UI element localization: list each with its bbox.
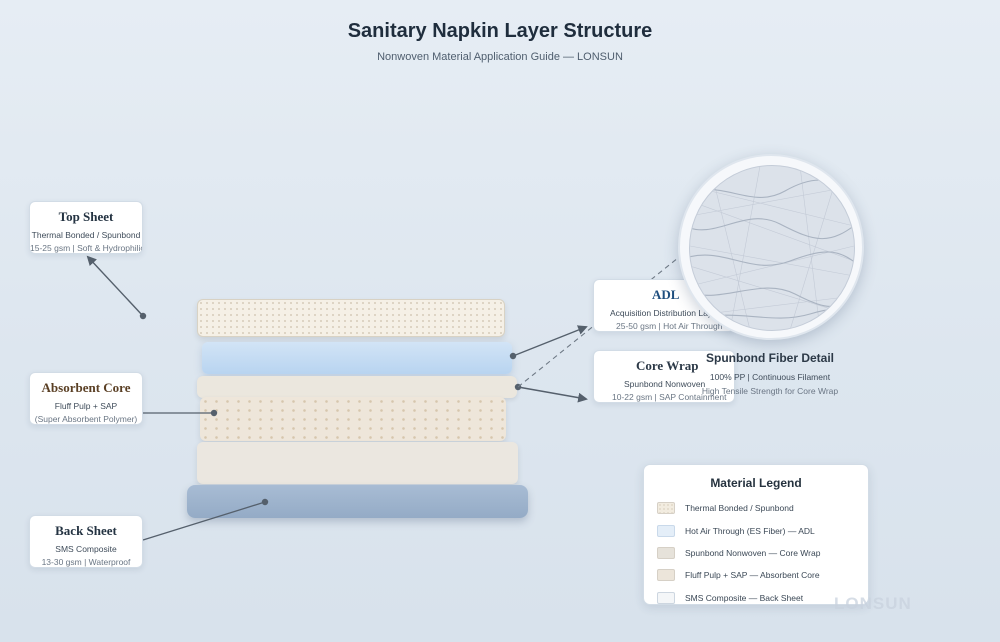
lower-core-wrap-layer[interactable] xyxy=(197,442,518,484)
legend-label: Thermal Bonded / Spunbond xyxy=(685,503,794,513)
legend-item-sms: SMS Composite — Back Sheet xyxy=(657,591,803,605)
legend-item-thermal-bonded: Thermal Bonded / Spunbond xyxy=(657,501,794,515)
spunbond-swatch xyxy=(657,547,675,559)
back-sheet-spec: 13-30 gsm | Waterproof xyxy=(41,557,131,567)
material-legend: Material Legend Thermal Bonded / Spunbon… xyxy=(643,464,869,605)
legend-item-fluff-pulp: Fluff Pulp + SAP — Absorbent Core xyxy=(657,568,820,582)
legend-label: Spunbond Nonwoven — Core Wrap xyxy=(685,548,821,558)
core-wrap-connector xyxy=(517,386,588,403)
legend-label: Hot Air Through (ES Fiber) — ADL xyxy=(685,526,815,536)
fiber-pattern-icon xyxy=(690,166,854,330)
absorbent-core-anchor-dot xyxy=(210,409,218,417)
fiber-texture xyxy=(689,165,855,331)
back-sheet-connector xyxy=(142,501,266,541)
legend-item-hot-air-through: Hot Air Through (ES Fiber) — ADL xyxy=(657,524,815,538)
brand-watermark: LONSUN xyxy=(834,594,912,613)
legend-item-spunbond: Spunbond Nonwoven — Core Wrap xyxy=(657,546,820,560)
legend-title: Material Legend xyxy=(710,476,802,490)
core-wrap-material: Spunbond Nonwoven xyxy=(624,379,706,389)
back-sheet-material: SMS Composite xyxy=(55,544,117,554)
top-sheet-anchor-dot xyxy=(139,312,147,320)
back-sheet-title: Back Sheet xyxy=(55,523,117,538)
top-sheet-connector xyxy=(86,255,144,317)
absorbent-core-spec: (Super Absorbent Polymer) xyxy=(34,414,138,424)
fiber-detail-dashed-connector xyxy=(517,244,695,388)
thermal-bonded-swatch xyxy=(657,502,675,514)
core-wrap-callout[interactable]: Core Wrap Spunbond Nonwoven 10-22 gsm | … xyxy=(593,350,735,403)
adl-connector xyxy=(512,325,588,357)
fiber-detail-composition: 100% PP | Continuous Filament xyxy=(709,372,831,382)
top-sheet-material: Thermal Bonded / Spunbond xyxy=(31,230,141,240)
core-wrap-layer[interactable] xyxy=(197,376,517,398)
adl-spec: 25-50 gsm | Hot Air Through xyxy=(616,321,723,331)
adl-anchor-dot xyxy=(509,352,517,360)
fluff-pulp-swatch xyxy=(657,569,675,581)
fiber-detail-title: Spunbond Fiber Detail xyxy=(706,351,834,365)
absorbent-core-title: Absorbent Core xyxy=(41,380,131,395)
page-subtitle: Nonwoven Material Application Guide — LO… xyxy=(377,51,623,63)
top-sheet-layer[interactable] xyxy=(197,299,505,337)
top-sheet-callout[interactable]: Top Sheet Thermal Bonded / Spunbond 15-2… xyxy=(29,201,143,254)
top-sheet-title: Top Sheet xyxy=(58,209,114,224)
sms-swatch xyxy=(657,592,675,604)
legend-label: SMS Composite — Back Sheet xyxy=(685,593,804,603)
hot-air-through-swatch xyxy=(657,525,675,537)
top-sheet-spec: 15-25 gsm | Soft & Hydrophilic xyxy=(30,243,143,253)
back-sheet-callout[interactable]: Back Sheet SMS Composite 13-30 gsm | Wat… xyxy=(29,515,143,568)
page-title: Sanitary Napkin Layer Structure xyxy=(347,20,653,42)
absorbent-core-layer[interactable] xyxy=(200,397,506,441)
absorbent-core-callout[interactable]: Absorbent Core Fluff Pulp + SAP (Super A… xyxy=(29,372,143,425)
legend-label: Fluff Pulp + SAP — Absorbent Core xyxy=(685,570,820,580)
back-sheet-anchor-dot xyxy=(261,498,269,506)
fiber-detail-property: High Tensile Strength for Core Wrap xyxy=(701,386,839,396)
core-wrap-spec: 10-22 gsm | SAP Containment xyxy=(612,392,727,402)
adl-layer[interactable] xyxy=(202,342,512,374)
adl-title: ADL xyxy=(652,287,680,302)
back-sheet-layer[interactable] xyxy=(187,485,528,518)
core-wrap-title: Core Wrap xyxy=(636,358,699,373)
fiber-detail-magnifier[interactable] xyxy=(678,154,864,340)
adl-material: Acquisition Distribution Layer xyxy=(610,308,720,318)
absorbent-core-material: Fluff Pulp + SAP xyxy=(54,401,118,411)
